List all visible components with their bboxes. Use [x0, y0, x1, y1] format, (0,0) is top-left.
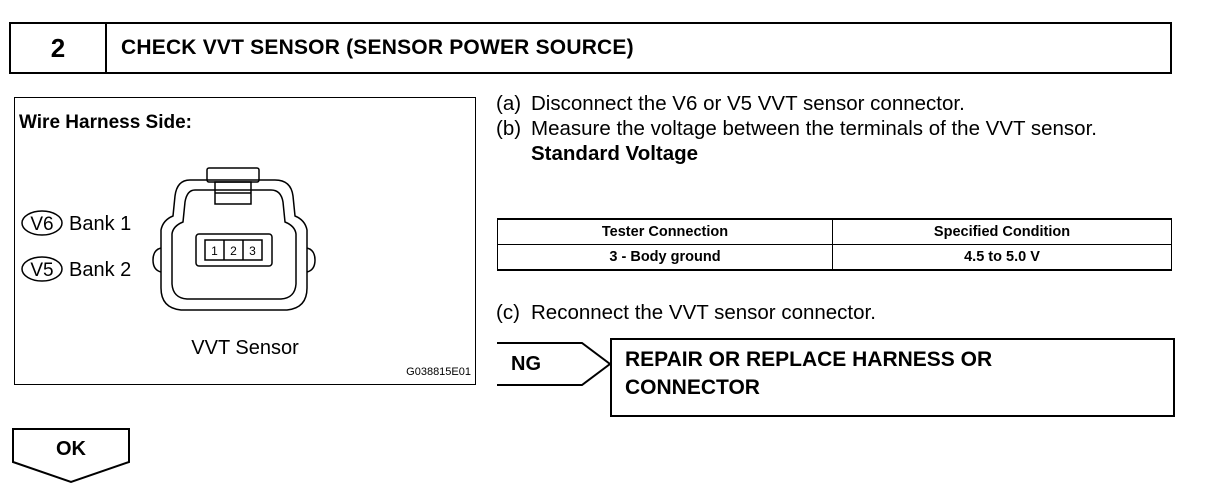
ng-action-line: REPAIR OR REPLACE HARNESS OR	[625, 348, 993, 371]
bank2-label: Bank 2	[69, 259, 131, 281]
ng-label: NG	[511, 353, 541, 375]
table-cell: 4.5 to 5.0 V	[832, 244, 1172, 271]
pin-3: 3	[249, 244, 256, 258]
instruction-letter: (c)	[496, 301, 520, 324]
connector-diagram: V6 Bank 1 V5 Bank 2 1 2 3	[21, 167, 316, 311]
ng-arrow-tag: NG	[497, 342, 612, 386]
v6-code: V6	[30, 214, 53, 235]
instruction-list: (a) Disconnect the V6 or V5 VVT sensor c…	[496, 91, 1186, 166]
v6-code-circle	[21, 210, 63, 236]
instruction-item: (c) Reconnect the VVT sensor connector.	[496, 301, 1176, 325]
bank1-label: Bank 1	[69, 213, 131, 235]
instruction-item: (b) Measure the voltage between the term…	[496, 116, 1186, 141]
instruction-text: Reconnect the VVT sensor connector.	[531, 301, 876, 324]
figure-code: G038815E01	[406, 366, 471, 378]
step-number: 2	[11, 24, 107, 72]
v5-code: V5	[30, 260, 53, 281]
step-header: 2 CHECK VVT SENSOR (SENSOR POWER SOURCE)	[9, 22, 1172, 74]
instruction-item: (a) Disconnect the V6 or V5 VVT sensor c…	[496, 91, 1186, 116]
table-cell: 3 - Body ground	[497, 244, 833, 271]
ng-action-line: CONNECTOR	[625, 376, 760, 399]
table-row: 3 - Body ground 4.5 to 5.0 V	[497, 244, 1172, 271]
standard-voltage-label: Standard Voltage	[531, 142, 699, 165]
table-header: Specified Condition	[832, 218, 1172, 245]
connector-figure: Wire Harness Side: V6 Bank 1 V5 Bank 2	[14, 97, 476, 385]
v5-code-circle	[21, 256, 63, 282]
table-header: Tester Connection	[497, 218, 833, 245]
pin-1: 1	[211, 244, 218, 258]
figure-heading: Wire Harness Side:	[19, 112, 193, 133]
ng-action-box: REPAIR OR REPLACE HARNESS OR CONNECTOR	[610, 338, 1175, 417]
connector-shape	[152, 167, 316, 311]
instruction-letter: (b)	[496, 117, 522, 140]
instruction-text: Measure the voltage between the terminal…	[531, 117, 1097, 140]
spec-table: Tester Connection Specified Condition 3 …	[497, 218, 1172, 271]
instruction-text: Disconnect the V6 or V5 VVT sensor conne…	[531, 92, 965, 115]
table-header-row: Tester Connection Specified Condition	[497, 218, 1172, 245]
figure-caption: VVT Sensor	[191, 337, 299, 359]
pin-2: 2	[230, 244, 237, 258]
step-title: CHECK VVT SENSOR (SENSOR POWER SOURCE)	[121, 36, 634, 59]
ok-label: OK	[56, 438, 87, 460]
ok-arrow-tag: OK	[12, 428, 130, 484]
instruction-letter: (a)	[496, 92, 522, 115]
